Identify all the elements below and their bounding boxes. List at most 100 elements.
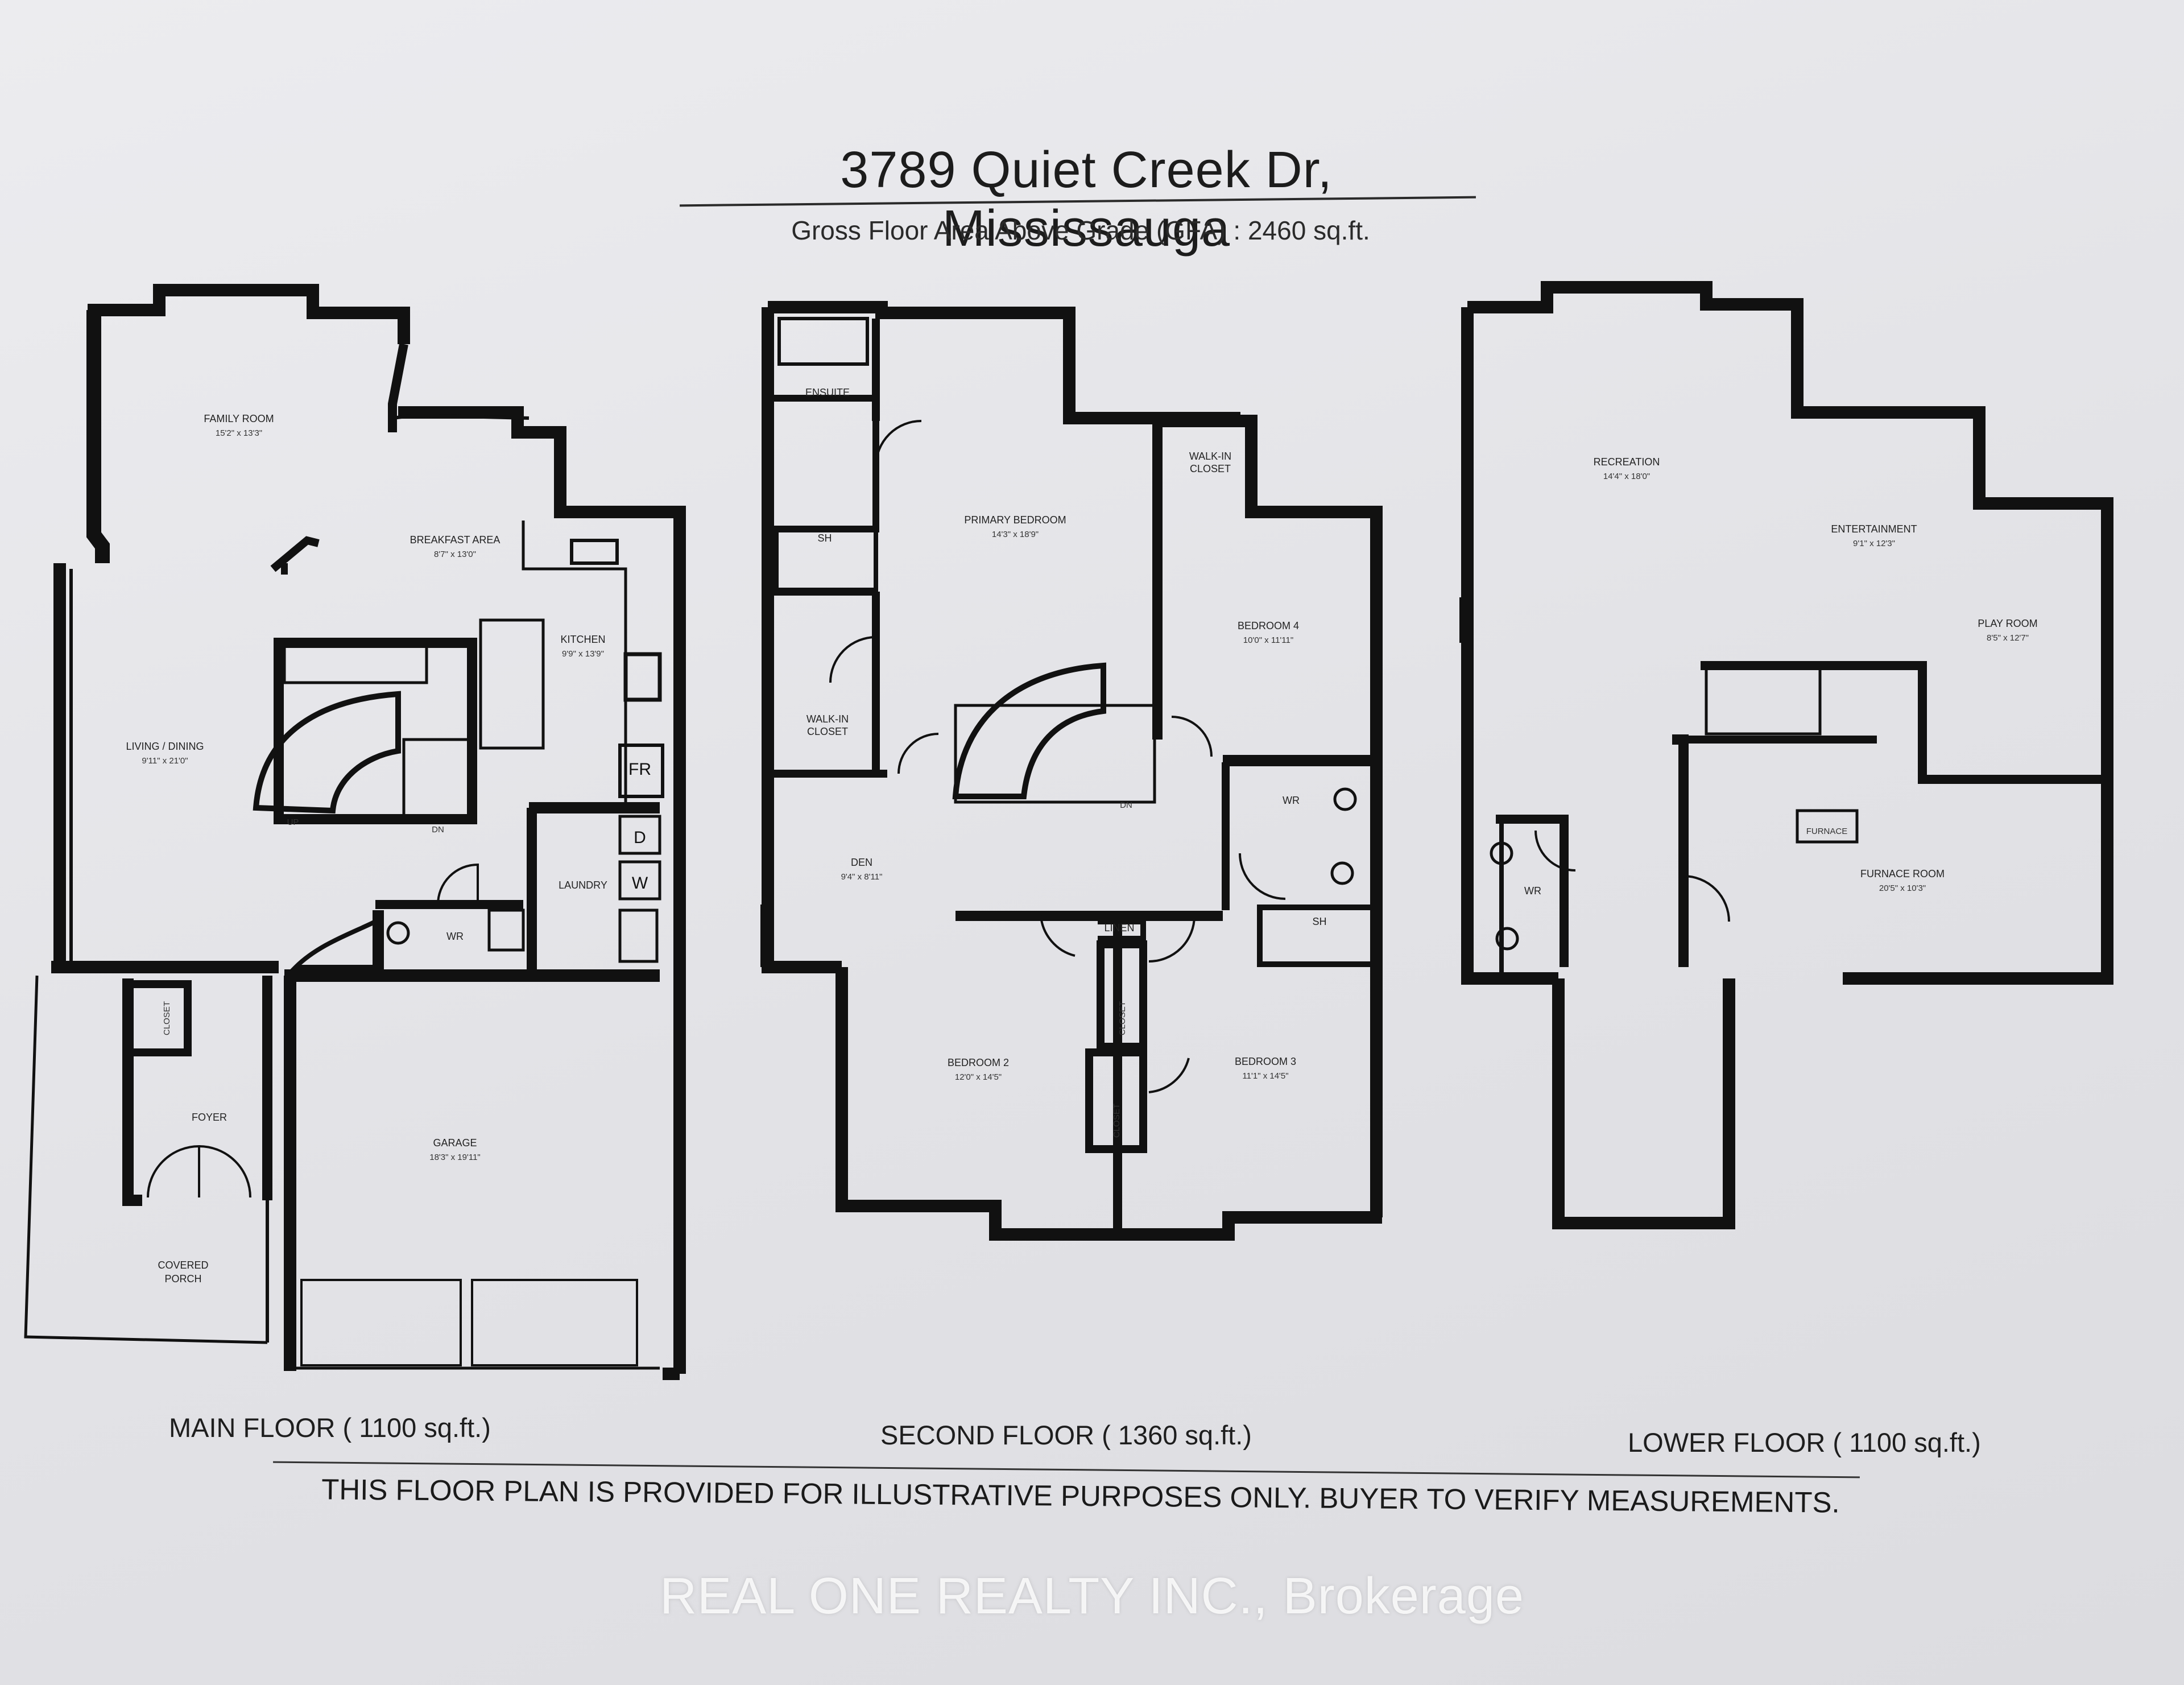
second-stair-box xyxy=(954,704,1156,804)
kitchen-dim: 9'9" x 13'9" xyxy=(562,649,604,659)
lower-furnace-door xyxy=(1683,875,1730,922)
garage-door-left xyxy=(300,1279,462,1366)
main-floor-plan xyxy=(24,284,686,1380)
kitchen-island xyxy=(479,618,545,750)
second-wr-label: WR xyxy=(1283,795,1300,806)
breakfast-dim: 8'7" x 13'0" xyxy=(434,550,476,559)
walk-in-2-label: WALK-IN xyxy=(1189,451,1231,462)
kitchen-label: KITCHEN xyxy=(560,634,605,645)
second-closet-a xyxy=(1097,940,1147,1051)
main-closet-curve xyxy=(290,918,378,969)
closet-a-label: CLOSET xyxy=(1118,1001,1127,1035)
main-stair-dn: DN xyxy=(432,825,444,835)
second-sh2-label: SH xyxy=(1312,916,1326,927)
entry-door-arc-right xyxy=(198,1145,251,1198)
lower-floor-plan xyxy=(1459,281,2113,1229)
entry-door-arc-left xyxy=(147,1145,200,1198)
bedroom2-label: BEDROOM 2 xyxy=(948,1057,1009,1068)
bedroom4-label: BEDROOM 4 xyxy=(1238,620,1299,631)
kitchen-fridge xyxy=(618,744,664,798)
second-floor-plan xyxy=(760,301,1383,1241)
ensuite-label: ENSUITE xyxy=(805,387,850,398)
entertainment-label: ENTERTAINMENT xyxy=(1831,523,1917,535)
lower-wr-toilet xyxy=(1495,927,1519,951)
bedroom3-label: BEDROOM 3 xyxy=(1235,1056,1296,1067)
lower-wr-sink xyxy=(1490,841,1513,865)
main-floor-labels: FAMILY ROOM 15'2" x 13'3" BREAKFAST AREA… xyxy=(126,413,651,1285)
furnace-room-label: FURNACE ROOM xyxy=(1860,868,1945,879)
main-outer-wall xyxy=(88,284,410,344)
brokerage-watermark: REAL ONE REALTY INC., Brokerage xyxy=(660,1568,1524,1625)
main-floor-caption: MAIN FLOOR ( 1100 sq.ft.) xyxy=(169,1413,491,1443)
primary-bedroom-label: PRIMARY BEDROOM xyxy=(964,514,1066,526)
recreation-dim: 14'4" x 18'0" xyxy=(1603,472,1650,481)
family-room-dim: 15'2" x 13'3" xyxy=(216,428,262,438)
lower-wr-label: WR xyxy=(1524,885,1541,897)
second-linen-box xyxy=(1098,919,1146,941)
dryer-box xyxy=(618,815,661,855)
bedroom2-dim: 12'0" x 14'5" xyxy=(955,1072,1002,1082)
bedroom3-dim: 11'1" x 14'5" xyxy=(1242,1071,1288,1081)
lower-stair-wall xyxy=(1701,661,2104,784)
second-floor-caption: SECOND FLOOR ( 1360 sq.ft.) xyxy=(880,1420,1252,1450)
fridge-mark: FR xyxy=(628,760,651,779)
second-shower-2 xyxy=(1257,905,1376,967)
second-walk-in-north xyxy=(1160,415,1383,1217)
washer-box xyxy=(618,860,661,901)
main-wr-toilet xyxy=(386,921,410,945)
garage-label: GARAGE xyxy=(433,1137,477,1149)
lower-floor-labels: RECREATION 14'4" x 18'0" ENTERTAINMENT 9… xyxy=(1524,456,2038,897)
furnace-room-dim: 20'5" x 10'3" xyxy=(1879,883,1926,893)
main-closet-box xyxy=(128,980,192,1056)
laundry-tub xyxy=(618,908,659,963)
recreation-label: RECREATION xyxy=(1594,456,1660,468)
porch-label-2: PORCH xyxy=(164,1273,201,1285)
main-wr-label: WR xyxy=(446,931,464,942)
laundry-label: LAUNDRY xyxy=(559,879,607,891)
main-kitchen-north-wall xyxy=(398,406,686,1374)
walk-in-2-label-2: CLOSET xyxy=(1190,463,1231,474)
den-label: DEN xyxy=(851,857,872,868)
main-curved-stair xyxy=(253,691,401,814)
second-closet-b xyxy=(1085,1048,1147,1153)
second-curved-stair xyxy=(952,662,1106,799)
dryer-mark: D xyxy=(634,828,646,847)
main-stair-up: UP xyxy=(287,817,299,827)
gross-floor-area: Gross Floor Area Above Grade (GFA) : 246… xyxy=(791,216,1370,245)
second-den-door xyxy=(897,733,939,774)
main-family-east-wall xyxy=(388,343,408,432)
family-room-label: FAMILY ROOM xyxy=(204,413,274,424)
main-family-partial-wall xyxy=(270,536,320,572)
property-address: 3789 Quiet Creek Dr, Mississauga xyxy=(840,142,1333,257)
second-ensuite-box xyxy=(774,395,879,532)
kitchen-counter-peninsula xyxy=(283,641,428,684)
second-closet-b-door xyxy=(1148,1058,1190,1093)
second-bedroom-west-wall xyxy=(835,967,1120,1241)
garage-door-right xyxy=(471,1279,638,1366)
play-room-dim: 8'5" x 12'7" xyxy=(1987,633,2029,643)
lower-furnace-wall xyxy=(1672,734,1689,967)
main-closet-wall xyxy=(122,978,142,1206)
walk-in-1-label-2: CLOSET xyxy=(807,726,848,737)
walk-in-1-label: WALK-IN xyxy=(806,713,849,725)
main-closet-label: CLOSET xyxy=(162,1001,172,1035)
second-wr-door xyxy=(1239,853,1286,900)
kitchen-sink xyxy=(570,539,619,565)
living-dim: 9'11" x 21'0" xyxy=(142,756,188,766)
closet-b-label: CLOSET xyxy=(1112,1104,1122,1138)
foyer-label: FOYER xyxy=(192,1112,227,1123)
second-bed3-door xyxy=(1148,915,1196,963)
second-floor-labels: ENSUITE SH WALK-IN CLOSET PRIMARY BEDROO… xyxy=(805,387,1327,1138)
main-breakfast-bumpout xyxy=(392,413,530,420)
lower-hall xyxy=(1552,978,1735,1229)
play-room-label: PLAY ROOM xyxy=(1978,618,2037,629)
second-bed2-door xyxy=(1040,915,1076,957)
main-stair-box xyxy=(274,638,477,824)
kitchen-range xyxy=(623,652,662,702)
second-west-wall xyxy=(762,307,842,973)
lower-floor-caption: LOWER FLOOR ( 1100 sq.ft.) xyxy=(1628,1427,1981,1457)
main-wr-sink xyxy=(487,908,525,952)
living-label: LIVING / DINING xyxy=(126,741,204,752)
